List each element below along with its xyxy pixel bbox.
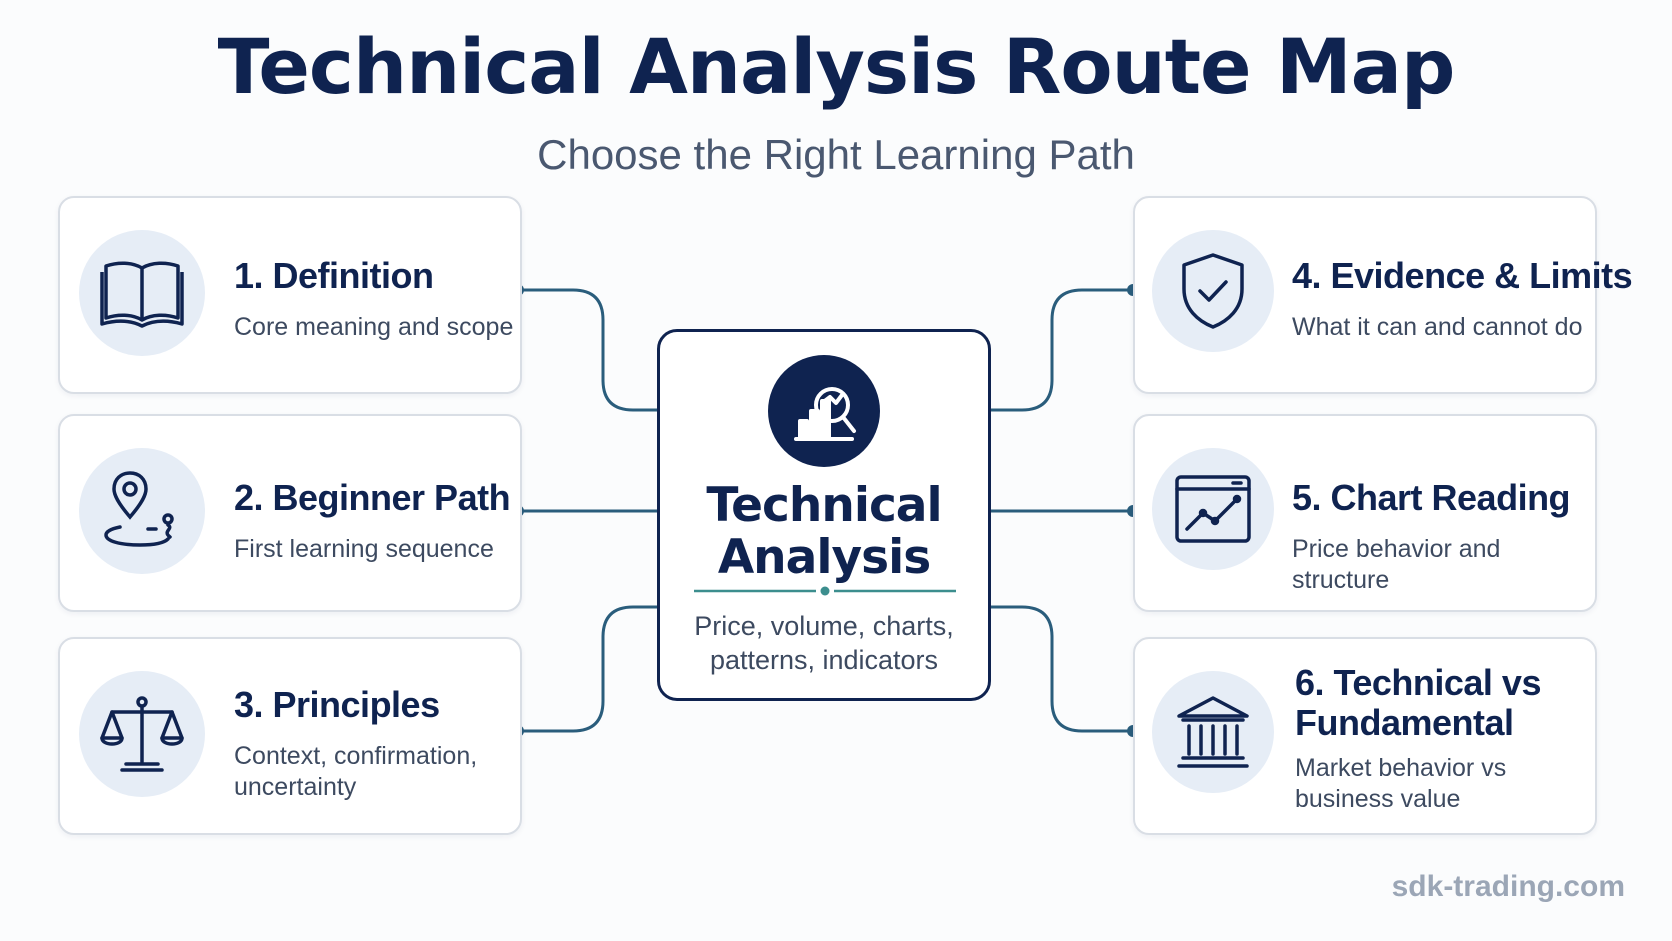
topic-description: What it can and cannot do	[1292, 313, 1583, 341]
topic-card-evidence-limits[interactable]: 4. Evidence & Limits What it can and can…	[1133, 196, 1633, 394]
topic-card-beginner-path[interactable]: 2. Beginner Path First learning sequence	[58, 414, 522, 612]
topic-card-technical-vs-fundamental[interactable]: 6. Technical vs Fundamental Market behav…	[1133, 637, 1597, 835]
topic-card-definition[interactable]: 1. Definition Core meaning and scope	[58, 196, 522, 394]
connector-principles	[518, 605, 658, 733]
topic-title: 4. Evidence & Limits	[1292, 255, 1633, 296]
center-description: Price, volume, charts, patterns, indicat…	[694, 611, 954, 675]
bank-building-icon	[1152, 671, 1274, 793]
topic-description: Core meaning and scope	[234, 313, 514, 341]
topic-description: First learning sequence	[234, 535, 494, 563]
topic-title: 6. Technical vs Fundamental	[1295, 662, 1541, 743]
site-footer[interactable]: sdk-trading.com	[1391, 870, 1625, 903]
topic-title: 3. Principles	[234, 684, 440, 725]
center-title: Technical Analysis	[706, 478, 942, 585]
page-subtitle: Choose the Right Learning Path	[537, 131, 1135, 178]
connector-technical-vs-fundamental	[991, 605, 1133, 733]
topic-description: Context, confirmation, uncertainty	[234, 742, 478, 801]
connector-evidence-limits	[991, 288, 1133, 412]
chart-magnifier-icon	[768, 355, 880, 467]
open-book-icon	[79, 230, 205, 356]
center-topic-card[interactable]: Technical Analysis Price, volume, charts…	[657, 329, 991, 701]
topic-description: Price behavior and structure	[1292, 535, 1501, 594]
topic-card-principles[interactable]: 3. Principles Context, confirmation, unc…	[58, 637, 522, 835]
topic-card-chart-reading[interactable]: 5. Chart Reading Price behavior and stru…	[1133, 414, 1597, 612]
topic-title: 2. Beginner Path	[234, 477, 511, 518]
balance-scale-icon	[79, 671, 205, 797]
topic-title: 5. Chart Reading	[1292, 477, 1571, 518]
connector-definition	[518, 288, 658, 412]
line-chart-window-icon	[1152, 448, 1274, 570]
topic-title: 1. Definition	[234, 255, 434, 296]
page-title: Technical Analysis Route Map	[217, 22, 1456, 111]
map-pin-path-icon	[79, 448, 205, 574]
shield-check-icon	[1152, 230, 1274, 352]
center-divider	[694, 586, 956, 596]
topic-description: Market behavior vs business value	[1295, 754, 1507, 813]
